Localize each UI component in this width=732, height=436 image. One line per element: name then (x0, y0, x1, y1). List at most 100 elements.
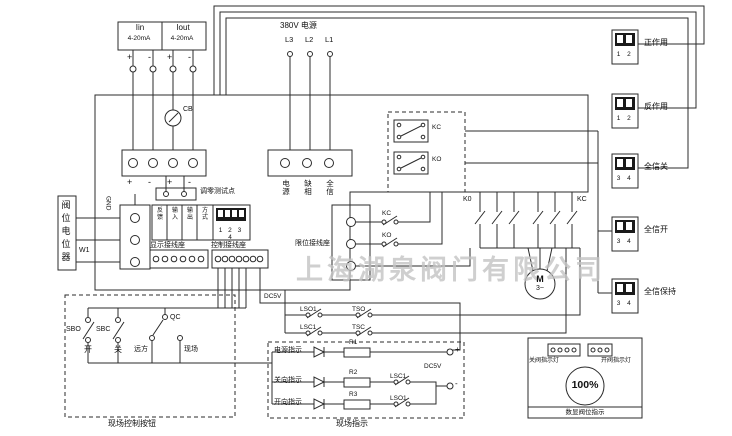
lsc1-contact-label: LSC1 (390, 373, 407, 380)
right-bus-wires (465, 130, 612, 294)
dip-nums: 3 4 (616, 300, 634, 307)
local-label: 现场 (184, 346, 198, 353)
polarity-sign: - (188, 52, 191, 62)
r3-label: R3 (349, 391, 358, 398)
iin-range-label: 4-20mA (127, 35, 151, 42)
open-indication-label: 开向指示 (274, 399, 302, 406)
config-cell-label: 反 馈 (156, 208, 163, 221)
lsc1-label: LSC1 (300, 324, 317, 331)
cb-label: CB (183, 106, 193, 113)
percent-readout: 100% (571, 379, 599, 391)
w1-label: W1 (79, 247, 90, 254)
display-terminal-strip (149, 249, 209, 269)
dc5v2-label: DC5V (424, 363, 442, 370)
dip-nums: 1 2 (616, 51, 634, 58)
relay-box (387, 111, 466, 193)
control-terminal-strip (211, 249, 461, 351)
kc-group-label: KC (577, 196, 587, 203)
config-cell-label: 输 入 (171, 208, 178, 221)
l3-label: L3 (285, 35, 294, 44)
gnd-label: GND (104, 196, 112, 211)
dip-nums: 3 4 (616, 175, 634, 182)
sbc-label: SBC (96, 326, 111, 333)
potentiometer-group (57, 194, 151, 271)
dip-label-full-open: 全信开 (644, 225, 668, 234)
motor-label: M (536, 274, 544, 284)
l2-label: L2 (305, 35, 314, 44)
power-input-group (267, 51, 353, 177)
close-label: 关 (114, 345, 122, 354)
field-buttons-group (64, 294, 272, 418)
config-cell-label: 输 出 (186, 208, 193, 221)
ko-contact-label: KO (382, 232, 392, 239)
sbo-label: SBO (66, 326, 81, 333)
display-terminal-label: 显示接线座 (150, 242, 185, 249)
company-watermark: 上海湖泉阀门有限公司 (296, 255, 606, 285)
position-dial-icon (565, 366, 605, 406)
lso1-label: LSO1 (300, 306, 317, 313)
panel-caption: 数显阀位指示 (565, 409, 605, 416)
lso1-contact-label: LSO1 (390, 395, 407, 402)
dip-label-reverse-action: 反作用 (644, 102, 668, 111)
led-icon (313, 376, 326, 388)
r2-label: R2 (349, 369, 358, 376)
control-terminal-label: 控制接线座 (211, 242, 246, 249)
limit-terminal-strip (331, 192, 471, 281)
kc-contact-label: KC (382, 210, 392, 217)
dip-switch-block-icon (216, 208, 246, 221)
resistor-icon (343, 399, 371, 410)
polarity-sign: - (148, 52, 151, 62)
config-dip-area (151, 204, 251, 241)
limit-terminal-label: 限位接线座 (295, 240, 330, 247)
dip-numbers-label: 1 2 3 4 (218, 227, 244, 242)
close-indication-label: 关向指示 (274, 377, 302, 384)
l1-label: L1 (325, 35, 334, 44)
remote-label: 远方 (134, 346, 148, 353)
relay1-label: KC (432, 124, 442, 131)
minus-terminal-label: - (455, 379, 458, 388)
polarity-sign: + (127, 52, 133, 62)
open-lamp-label: 开阀指示灯 (601, 358, 632, 364)
iout-label: Iout (176, 23, 190, 32)
resistor-icon (343, 377, 371, 388)
main-board-outline (94, 94, 589, 291)
zero-test-label: 调零测试点 (200, 188, 235, 195)
field-indication-title: 现场指示 (336, 419, 368, 428)
display-panel-group (527, 337, 643, 419)
motor-icon (524, 268, 556, 300)
dip-label-full-close: 全信关 (644, 162, 668, 171)
qc-label: QC (170, 314, 181, 321)
dc5v-label: DC5V (264, 293, 282, 300)
dip-label-full-hold: 全信保持 (644, 287, 676, 296)
dip-nums: 3 4 (616, 238, 634, 245)
resistor-icon (343, 347, 371, 358)
led-icon (313, 346, 326, 358)
contactor-motor-group (474, 192, 580, 300)
config-cell-label: 方 式 (201, 208, 208, 221)
k0-group-label: K0 (463, 196, 472, 203)
r1-label: R1 (349, 339, 358, 346)
polarity-sign: + (167, 177, 173, 187)
valve-potentiometer-label: 阀 位 电 位 器 (61, 200, 71, 262)
tso-label: TSO (352, 306, 366, 313)
dip-label-direct-action: 正作用 (644, 38, 668, 47)
open-label: 开 (84, 345, 92, 354)
power-title: 380V 电源 (280, 21, 317, 30)
right-dip-boxes (611, 29, 639, 314)
power-indication-label: 电源指示 (274, 347, 302, 354)
iin-label: Iin (135, 23, 145, 32)
relay2-label: KO (432, 156, 442, 163)
top-bus-wires (213, 5, 705, 169)
field-run-wires (285, 248, 581, 337)
led-icon (313, 398, 326, 410)
plus-terminal-label: + (455, 345, 460, 354)
dip-nums: 1 2 (616, 115, 634, 122)
polarity-sign: - (188, 177, 191, 187)
phase-loss-indicator-label: 缺 相 (304, 179, 312, 197)
polarity-sign: - (148, 177, 151, 187)
field-buttons-title: 现场控制按钮 (108, 419, 156, 428)
iout-range-label: 4-20mA (170, 35, 194, 42)
full-signal-indicator-label: 全 信 (326, 179, 334, 197)
motor-phase-label: 3~ (536, 285, 544, 292)
